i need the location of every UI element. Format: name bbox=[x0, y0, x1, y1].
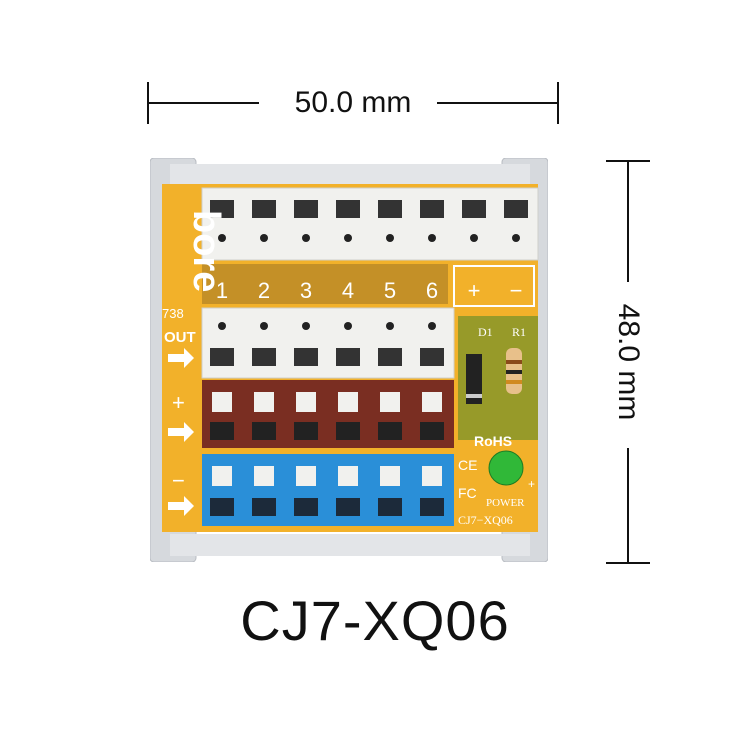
minus-sign: − bbox=[172, 468, 185, 493]
height-dim-label: 48.0 mm bbox=[612, 303, 645, 421]
width-dimension: 50.0 mm bbox=[147, 82, 559, 124]
plus-sign: + bbox=[172, 390, 185, 415]
plus-terminal-screws bbox=[210, 392, 444, 440]
rohs-mark: RoHS bbox=[474, 433, 512, 449]
resistor-label: R1 bbox=[512, 325, 526, 339]
side-arrows bbox=[168, 348, 194, 516]
terminal-board-photo: bore 738 OUT 1 2 3 4 5 6 + − bbox=[150, 158, 548, 562]
power-input-frame bbox=[453, 265, 535, 307]
diode-icon bbox=[466, 354, 482, 404]
width-dim-right-tick bbox=[557, 82, 559, 124]
out-terminal-block bbox=[201, 307, 455, 379]
width-dim-label: 50.0 mm bbox=[294, 86, 412, 119]
plus-arrow-icon bbox=[168, 422, 194, 442]
led-plus-sign: + bbox=[528, 477, 535, 491]
power-plus-label: + bbox=[468, 278, 481, 303]
height-dim-bottom-line bbox=[627, 448, 629, 562]
power-led-icon bbox=[488, 450, 524, 486]
terminal-number: 3 bbox=[300, 278, 312, 303]
height-dim-top-tick bbox=[606, 160, 650, 162]
height-dimension: 48.0 mm bbox=[606, 160, 650, 564]
terminal-number: 6 bbox=[426, 278, 438, 303]
side-code: 738 bbox=[162, 306, 184, 321]
brand-logo: bore bbox=[185, 210, 227, 292]
width-dim-left-line bbox=[149, 102, 259, 104]
terminal-numbers: 1 2 3 4 5 6 + − bbox=[216, 278, 523, 303]
rail-bottom bbox=[170, 534, 530, 556]
out-arrow-icon bbox=[168, 348, 194, 368]
power-label: POWER bbox=[486, 497, 525, 509]
fc-mark: FC bbox=[458, 485, 477, 501]
minus-arrow-icon bbox=[168, 496, 194, 516]
plus-terminal-block bbox=[202, 380, 454, 448]
terminal-number: 5 bbox=[384, 278, 396, 303]
width-dim-right-line bbox=[437, 102, 557, 104]
out-label: OUT bbox=[164, 329, 196, 346]
width-dim-left-tick bbox=[147, 82, 149, 124]
minus-terminal-block bbox=[202, 454, 454, 526]
diode-label: D1 bbox=[478, 325, 493, 339]
top-terminal-block bbox=[201, 187, 539, 261]
top-terminal-screws bbox=[210, 200, 528, 242]
out-terminal-screws bbox=[210, 322, 444, 366]
number-strip bbox=[202, 264, 448, 304]
minus-terminal-screws bbox=[210, 466, 444, 516]
ce-mark: CE bbox=[458, 457, 477, 473]
terminal-number: 4 bbox=[342, 278, 354, 303]
height-dim-top-line bbox=[627, 162, 629, 282]
silk-model-label: CJ7−XQ06 bbox=[458, 513, 513, 527]
height-dim-bottom-tick bbox=[606, 562, 650, 564]
terminal-number: 1 bbox=[216, 278, 228, 303]
terminal-number: 2 bbox=[258, 278, 270, 303]
power-minus-label: − bbox=[510, 278, 523, 303]
product-model-title: CJ7-XQ06 bbox=[240, 589, 510, 652]
